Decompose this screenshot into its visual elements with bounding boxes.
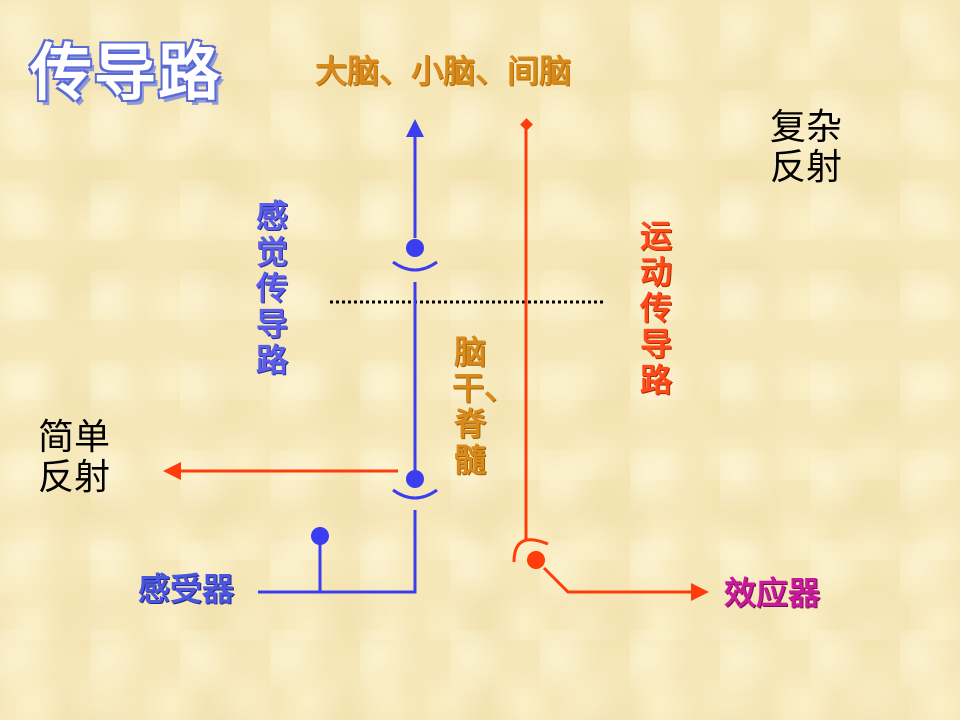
- slide-title: 传导路: [30, 36, 223, 109]
- motor-neuron-body: [527, 551, 545, 569]
- upper-synapse-cup: [392, 260, 438, 272]
- brain-centers-label: 大脑、小脑、间脑: [315, 52, 572, 90]
- upper-neuron-body: [406, 239, 424, 257]
- sensory-neuron-chain: [258, 119, 438, 594]
- receptor-label: 感受器: [138, 570, 235, 608]
- spinal-synapse-cup: [392, 488, 438, 500]
- spinal-neuron-body: [406, 470, 424, 488]
- sensory-pathway-label: 感觉传导路: [255, 197, 288, 379]
- motor-synapse-cup: [512, 538, 549, 563]
- effector-label: 效应器: [724, 574, 821, 612]
- effector-axon-arrow: [542, 566, 709, 601]
- motor-neuron-chain: [512, 118, 709, 601]
- receptor-axon: [258, 510, 417, 594]
- complex-reflex-label: 复杂反射: [770, 107, 843, 188]
- simple-reflex-label: 简单反射: [38, 417, 111, 498]
- motor-pathway-label: 运动传导路: [639, 217, 672, 399]
- receptor-cell-body: [311, 527, 329, 545]
